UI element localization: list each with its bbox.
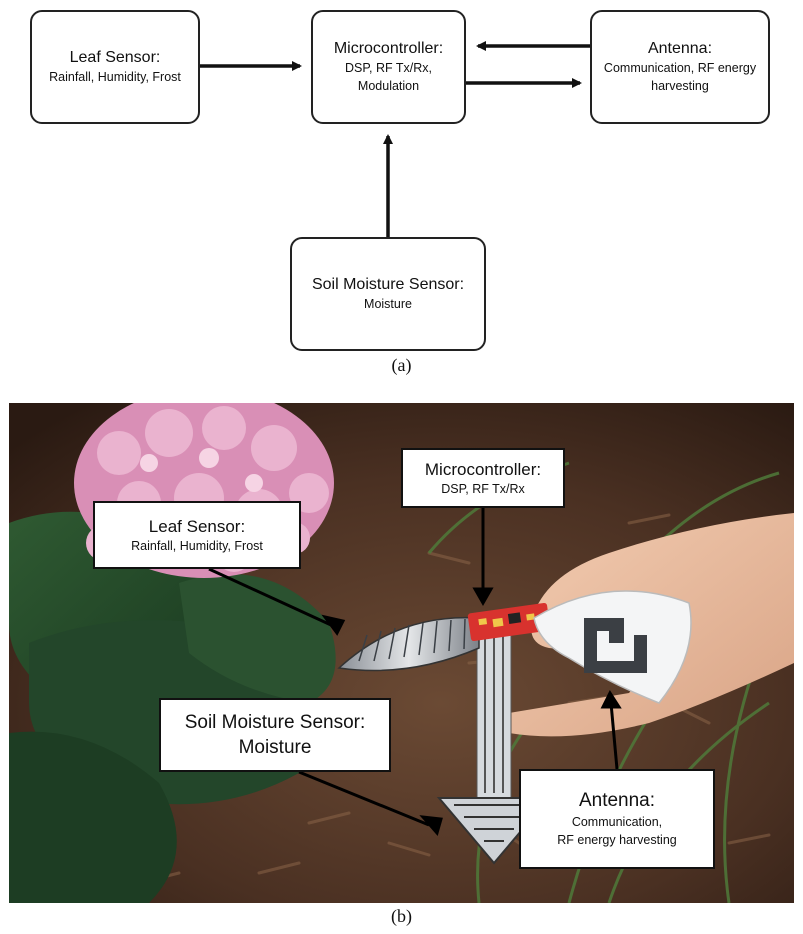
antenna-line2: harvesting (651, 79, 709, 93)
antenna-title: Antenna: (647, 40, 713, 57)
microcontroller-line2: Modulation (357, 79, 420, 93)
soil-sensor-subtitle: Moisture (364, 297, 412, 311)
photo-pointers (208, 508, 622, 837)
photo-soil-sensor-title: Soil Moisture Sensor: (184, 712, 366, 733)
microcontroller-block: Microcontroller: DSP, RF Tx/Rx, Modulati… (311, 10, 466, 124)
photo-label-soil-sensor: Soil Moisture Sensor: Moisture (159, 698, 391, 772)
soil-sensor-title: Soil Moisture Sensor: (311, 276, 465, 293)
leaf-sensor-block: Leaf Sensor: Rainfall, Humidity, Frost (30, 10, 200, 124)
caption-a: (a) (391, 355, 412, 375)
photo-antenna-line1: Communication, (571, 815, 663, 829)
microcontroller-title: Microcontroller: (333, 40, 444, 57)
caption-b: (b) (391, 906, 412, 926)
photo-antenna-line2: RF energy harvesting (557, 833, 677, 847)
antenna-device (533, 590, 692, 704)
leaf-sensor-subtitle: Rainfall, Humidity, Frost (49, 70, 181, 84)
photo-antenna-title: Antenna: (578, 790, 656, 811)
leaf-sensor-title: Leaf Sensor: (69, 49, 161, 66)
photo-label-microcontroller: Microcontroller: DSP, RF Tx/Rx (401, 448, 565, 508)
photo-microcontroller-subtitle: DSP, RF Tx/Rx (441, 481, 525, 496)
microcontroller-line1: DSP, RF Tx/Rx, (344, 61, 433, 75)
leaf-sensor-device (337, 616, 480, 672)
antenna-line1: Communication, RF energy (603, 61, 757, 75)
photo-leaf-sensor-subtitle: Rainfall, Humidity, Frost (131, 538, 263, 553)
photo-microcontroller-title: Microcontroller: (424, 459, 542, 479)
photo-leaf-sensor-title: Leaf Sensor: (148, 516, 246, 536)
photo-label-antenna: Antenna: Communication, RF energy harves… (519, 769, 715, 869)
soil-sensor-block: Soil Moisture Sensor: Moisture (290, 237, 486, 351)
prototype-photo: Microcontroller: DSP, RF Tx/Rx Leaf Sens… (9, 403, 794, 903)
photo-label-leaf-sensor: Leaf Sensor: Rainfall, Humidity, Frost (93, 501, 301, 569)
antenna-block: Antenna: Communication, RF energy harves… (590, 10, 770, 124)
diagram-arrows (200, 41, 590, 237)
microcontroller-pcb (467, 602, 551, 642)
photo-soil-sensor-subtitle: Moisture (238, 737, 312, 758)
